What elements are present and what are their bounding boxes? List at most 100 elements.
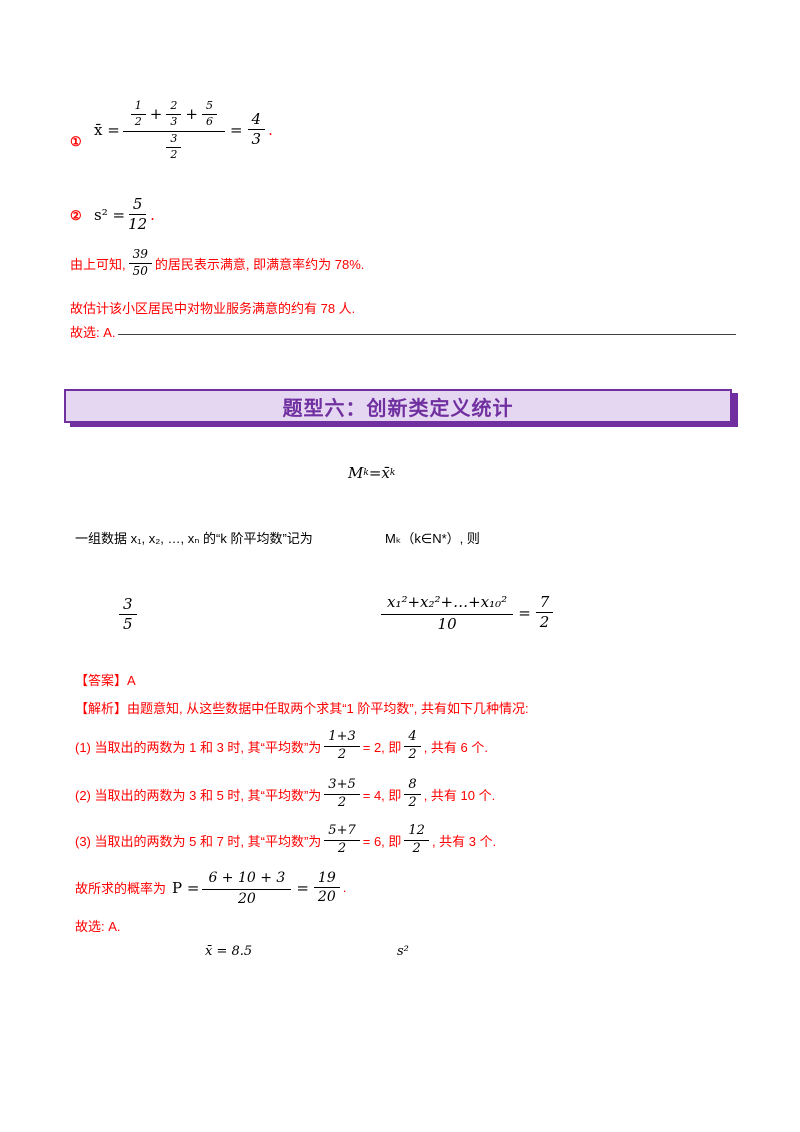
case-middle: = 2, 即 [362,739,402,755]
fraction-numerator: 1 [130,99,146,115]
equals-sign: = [229,120,243,139]
case-suffix: , 共有 3 个. [431,833,497,849]
case-1-line: (1) 当取出的两数为 1 和 3 时, 其“平均数”为 1+3 2 = 2, … [75,729,488,763]
period: . [150,205,155,224]
case-suffix: , 共有 10 个. [423,787,496,803]
fraction-numerator: 19 [313,870,340,889]
circled-two-marker: ② [70,208,82,223]
footer-formula-right: s² [397,944,409,959]
fraction-numerator: 5 [128,195,147,216]
fraction: 4 2 [404,729,421,763]
plus-operator: + [185,104,198,123]
conclusion-text: 故估计该小区居民中对物业服务满意的约有 78 人. [70,301,356,316]
case-middle: = 4, 即 [362,787,402,803]
period: . [268,120,273,139]
fraction-numerator: 2 [166,99,182,115]
fraction-numerator: 3 [119,595,137,616]
fraction: 1+3 2 [324,729,360,763]
fraction-numerator: 12 [404,823,429,841]
fraction-denominator: 5 [123,615,133,634]
fraction-numerator: 8 [404,777,421,795]
case-prefix: (2) 当取出的两数为 3 和 5 时, 其“平均数”为 [75,787,322,803]
fraction-numerator: x₁²+x₂²+…+x₁₀² [381,592,514,616]
formula-symbol: M [348,464,364,482]
fraction-denominator: 20 [317,889,336,906]
fraction-numerator: 5+7 [324,823,360,841]
fraction: 3 5 [119,595,137,634]
fraction: 7 2 [535,593,554,632]
answer-choice-text-2: 故选: A. [75,919,121,934]
section-divider-line [118,334,736,335]
equals-sign: = [296,878,309,897]
formula-variance-line: s² = 5 12 . [94,195,155,234]
fraction-denominator: 50 [132,263,148,278]
fraction-denominator: 2 [408,746,417,762]
problem-statement-part2: Mₖ（k∈N*）, 则 [385,531,480,546]
display-formula-left: 3 5 [116,595,140,634]
fraction: 3+5 2 [324,777,360,811]
fraction-numerator: 4 [404,729,421,747]
formula-mean-line: x̄ = 1 2 + 2 3 + 5 6 3 2 = 4 [94,98,273,162]
big-fraction-denominator: 3 2 [164,132,183,161]
section-banner: 题型六：创新类定义统计 [64,389,732,423]
equals-sign: = [518,603,531,622]
case-prefix: (1) 当取出的两数为 1 和 3 时, 其“平均数”为 [75,739,322,755]
equals-sign: = [368,464,382,482]
fraction: 8 2 [404,777,421,811]
fraction-denominator: 3 [170,114,178,128]
fraction-denominator: 6 [205,114,213,128]
fraction: 3 2 [166,133,182,161]
fraction-denominator: 2 [539,613,550,632]
plus-operator: + [149,104,163,123]
case-2-line: (2) 当取出的两数为 3 和 5 时, 其“平均数”为 3+5 2 = 4, … [75,777,496,811]
fraction-denominator: 12 [128,215,148,234]
formula-variance-lhs: s² = [94,205,126,224]
fraction-numerator: 39 [128,247,152,264]
circled-one-marker: ① [70,134,82,149]
final-prefix: 故所求的概率为 [75,881,167,897]
fraction: 5 6 [201,99,217,128]
solution-note-line: 由上可知, 39 50 的居民表示满意, 即满意率约为 78%. [70,247,365,279]
problem-statement-part1: 一组数据 x₁, x₂, …, xₙ 的“k 阶平均数”记为 [75,531,313,546]
fraction-numerator: 7 [535,593,554,614]
answer-choice-text: 故选: A. [70,325,116,340]
fraction-numerator: 6 + 10 + 3 [202,868,292,891]
fraction-denominator: 2 [134,114,142,128]
footer-formula-left: x̄ = 8.5 [205,944,253,959]
formula-base: x̄ [381,464,390,482]
fraction-denominator: 2 [337,794,347,810]
fraction-numerator: 4 [247,110,266,131]
case-3-line: (3) 当取出的两数为 5 和 7 时, 其“平均数”为 5+7 2 = 6, … [75,823,497,857]
formula-mean-lhs: x̄ = [94,120,120,139]
display-formula-right: x₁²+x₂²+…+x₁₀² 10 = 7 2 [378,592,556,634]
formula-subscript: k [363,468,369,478]
fraction: 5+7 2 [324,823,360,857]
fraction: 6 + 10 + 3 20 [202,868,292,907]
fraction: 19 20 [313,870,340,906]
case-prefix: (3) 当取出的两数为 5 和 7 时, 其“平均数”为 [75,833,322,849]
fraction-denominator: 2 [337,746,347,762]
fraction-denominator: 2 [412,840,421,856]
fraction: 1 2 [130,99,146,128]
formula-superscript: k [389,468,396,478]
fraction: 4 3 [247,110,266,149]
fraction-numerator: 5 [201,99,217,115]
analysis-text: 【解析】由题意知, 从这些数据中任取两个求其“1 阶平均数”, 共有如下几种情况… [75,701,529,716]
fraction-denominator: 3 [251,130,262,149]
big-fraction: 1 2 + 2 3 + 5 6 3 2 [122,98,225,162]
fraction-numerator: 3 [166,133,182,148]
probability-lhs: P = [172,878,200,897]
fraction-numerator: 3+5 [324,777,360,795]
fraction-numerator: 1+3 [324,729,360,747]
fraction: x₁²+x₂²+…+x₁₀² 10 [381,592,514,634]
fraction-denominator: 2 [170,147,178,161]
fraction: 5 12 [128,195,148,234]
note-suffix: 的居民表示满意, 即满意率约为 78%. [154,256,365,272]
note-prefix: 由上可知, [70,256,126,272]
case-middle: = 6, 即 [362,833,402,849]
answer-label: 【答案】A [75,673,136,688]
final-probability-line: 故所求的概率为 P = 6 + 10 + 3 20 = 19 20 . [75,868,346,907]
case-suffix: , 共有 6 个. [423,739,488,755]
fraction-denominator: 2 [337,840,347,856]
